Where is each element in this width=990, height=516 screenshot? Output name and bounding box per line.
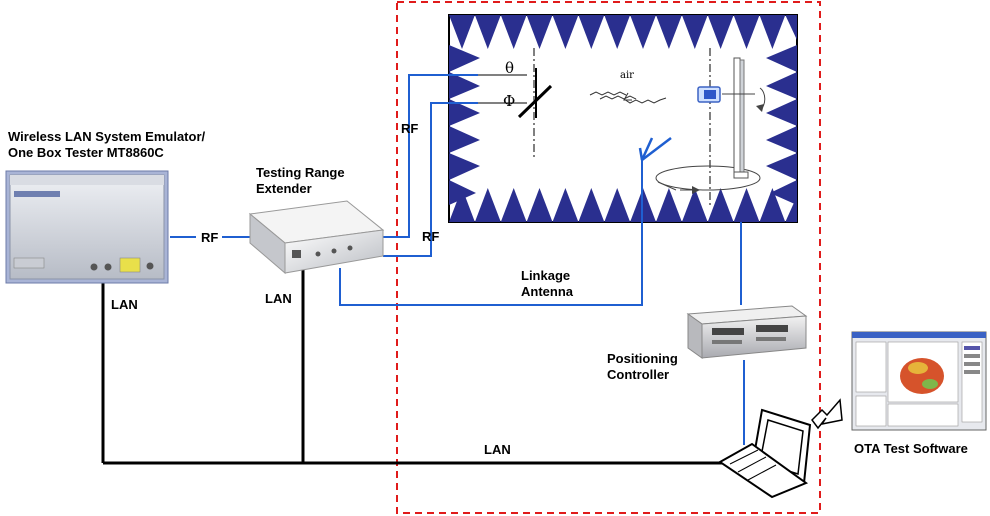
- measurement-antenna: [478, 48, 553, 160]
- emulator-label-line1: Wireless LAN System Emulator/: [8, 129, 206, 144]
- rf-label-extender-lower: RF: [422, 229, 440, 244]
- absorbers-top: [449, 15, 797, 49]
- emulator-label-line2: One Box Tester MT8860C: [8, 145, 164, 160]
- linkage-antenna-label-line2: Antenna: [521, 284, 573, 299]
- air-path-symbol: [589, 91, 667, 104]
- lan-cables: [101, 270, 722, 465]
- anechoic-chamber: [448, 14, 798, 223]
- positioning-controller-image: [686, 305, 808, 359]
- rf-cables: [170, 74, 745, 445]
- extender-label-line2: Extender: [256, 181, 312, 196]
- laptop-image: [718, 408, 812, 499]
- device-under-test: [697, 86, 721, 103]
- phi-symbol: Φ: [503, 92, 516, 110]
- extender-label-line1: Testing Range: [256, 165, 345, 180]
- rf-label-extender-vertical: RF: [401, 121, 419, 136]
- turntable-positioner: [655, 48, 766, 205]
- range-extender-image: [248, 200, 385, 275]
- emulator-device-image: [5, 170, 169, 284]
- absorbers-left: [449, 45, 480, 205]
- ota-software-screenshot: [851, 331, 987, 431]
- absorbers-bottom: [449, 188, 797, 222]
- lan-label-emulator: LAN: [111, 297, 138, 312]
- positioning-controller-label-line2: Controller: [607, 367, 670, 382]
- test-site-boundary: [396, 1, 821, 514]
- theta-symbol: θ: [505, 59, 515, 77]
- ota-software-label: OTA Test Software: [854, 441, 968, 456]
- software-arrow: [811, 398, 843, 430]
- linkage-antenna-element: [638, 137, 672, 161]
- air-label: air: [620, 70, 634, 81]
- lan-label-extender: LAN: [265, 291, 292, 306]
- lan-label-bottom: LAN: [484, 442, 511, 457]
- rf-label-emulator: RF: [201, 230, 219, 245]
- linkage-antenna-label-line1: Linkage: [521, 268, 571, 283]
- positioning-controller-label-line1: Positioning: [607, 351, 678, 366]
- absorbers-right: [766, 45, 797, 205]
